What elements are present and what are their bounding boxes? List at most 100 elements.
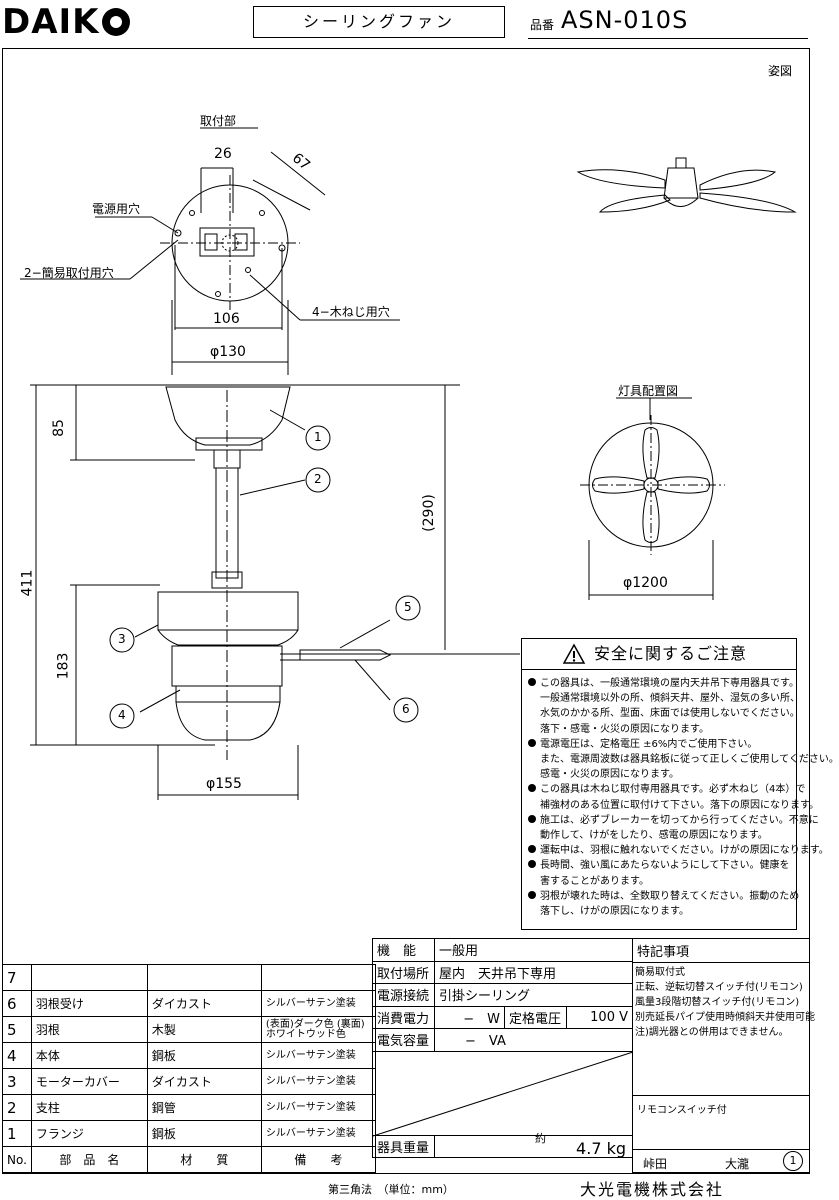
- parts-cell-finish: [260, 964, 376, 991]
- safety-line: 施工は、必ずブレーカーを切ってから行ってください。不意に: [528, 813, 819, 828]
- parts-cell-name: 羽根: [30, 1016, 148, 1043]
- parts-cell-finish: (表面)ダーク色 (裏面)ホワイトウッド色: [260, 1016, 376, 1043]
- safety-line: 羽根が壊れた時は、全数取り替えてください。振動のため: [528, 889, 799, 904]
- parts-cell-finish: シルバーサテン塗装: [260, 1120, 376, 1147]
- safety-heading-row: 安全に関するご注意: [522, 639, 796, 670]
- parts-cell-material: ダイカスト: [146, 1068, 262, 1095]
- parts-cell-material: [146, 964, 262, 991]
- note-line: 別売延長パイプ使用時傾斜天井使用可能: [635, 1012, 815, 1023]
- safety-line-text: 動作して、けがをしたり、感電の原因になります。: [540, 830, 768, 842]
- safety-line: 補強材のある位置に取付けて下さい。落下の原因になります。: [528, 798, 819, 813]
- header-finish: 備 考: [260, 1146, 376, 1173]
- note-line: 風量3段階切替スイッチ付(リモコン): [635, 997, 800, 1008]
- function-label: 機 能: [372, 938, 435, 962]
- spec-row-function: 機 能 一般用: [372, 938, 633, 962]
- bullet-icon: [528, 890, 536, 899]
- mount-heading: 取付部: [200, 114, 237, 128]
- bullet-icon: [528, 860, 536, 869]
- connection-value: 引掛シーリング: [434, 983, 633, 1007]
- parts-cell-material: 鋼板: [146, 1120, 262, 1147]
- bullet-icon: [528, 738, 536, 747]
- spec-row-connection: 電源接続 引掛シーリング: [372, 983, 633, 1007]
- brand-logo: DAIK: [2, 2, 130, 42]
- parts-cell-material: 木製: [146, 1016, 262, 1043]
- parts-cell-no: 7: [2, 964, 32, 991]
- notes-box: 特記事項 簡易取付式正転、逆転切替スイッチ付(リモコン) 風量3段階切替スイッチ付…: [632, 938, 815, 1173]
- safety-line: 害することがあります。: [528, 874, 790, 889]
- projection-caption: 第三角法 （単位：mm）: [328, 1183, 454, 1196]
- spec-row-blank: [372, 1050, 634, 1136]
- safety-line: 動作して、けがをしたり、感電の原因になります。: [528, 828, 790, 843]
- blank-diagonal-cell: [372, 1050, 634, 1136]
- function-value: 一般用: [434, 938, 633, 962]
- dim-411: 411: [19, 569, 36, 597]
- capacity-value: − VA: [434, 1028, 633, 1052]
- callout-3: 3: [118, 632, 126, 646]
- safety-line-text: 落下し、けがの原因になります。: [540, 906, 689, 918]
- parts-header-row: No. 部 品 名 材 質 備 考: [2, 1146, 376, 1173]
- power-hole-label: 電源用穴: [92, 202, 141, 216]
- parts-cell-material: 鋼板: [146, 1042, 262, 1069]
- parts-cell-material: 鋼管: [146, 1094, 262, 1121]
- header-name: 部 品 名: [30, 1146, 148, 1173]
- parts-row: 7: [2, 964, 376, 991]
- safety-line: この器具は、一般通常環境の屋内天井吊下専用器具です。: [528, 676, 799, 691]
- safety-line: 一般通常環境以外の所、傾斜天井、屋外、湿気の多い所、: [528, 691, 800, 706]
- drawing-frame: [2, 48, 810, 1174]
- capacity-label: 電気容量: [372, 1028, 435, 1052]
- notes-lines: 簡易取付式正転、逆転切替スイッチ付(リモコン) 風量3段階切替スイッチ付(リモコン…: [633, 963, 815, 1042]
- note-line: 正転、逆転切替スイッチ付(リモコン): [635, 982, 803, 993]
- safety-line: 長時間、強い風にあたらないようにして下さい。健康を: [528, 858, 790, 873]
- note-line: 簡易取付式: [635, 967, 685, 978]
- header-material: 材 質: [146, 1146, 262, 1173]
- maker-name: 大光電機株式会社: [580, 1180, 725, 1199]
- safety-line: 感電・火災の原因になります。: [528, 767, 790, 782]
- dim-290: (290): [420, 494, 437, 532]
- motor-cover: [157, 591, 299, 631]
- parts-cell-no: 6: [2, 990, 32, 1017]
- safety-heading: 安全に関するご注意: [594, 644, 748, 663]
- technical-drawing: [20, 127, 797, 800]
- location-label: 取付場所: [372, 960, 435, 984]
- safety-line-text: この器具は、一般通常環境の屋内天井吊下専用器具です。: [540, 678, 799, 689]
- safety-body: この器具は、一般通常環境の屋内天井吊下専用器具です。一般通常環境以外の所、傾斜天…: [522, 670, 839, 919]
- parts-cell-no: 1: [2, 1120, 32, 1147]
- note-line: 注)調光器との併用はできません。: [635, 1027, 789, 1038]
- notes-heading: 特記事項: [633, 939, 809, 963]
- checked-by: 大瀧: [725, 1157, 750, 1171]
- safety-line-text: 害することがあります。: [540, 875, 649, 887]
- part-number-underline: [528, 38, 808, 39]
- parts-cell-finish: シルバーサテン塗装: [260, 1068, 376, 1095]
- spec-row-location: 取付場所 屋内 天井吊下専用: [372, 960, 633, 984]
- parts-cell-name: 支柱: [30, 1094, 148, 1121]
- power-hole-rect: [199, 227, 255, 257]
- parts-cell-name: [30, 964, 148, 991]
- part-number: ASN-010S: [561, 6, 689, 34]
- rated-voltage-label: 定格電圧: [504, 1005, 567, 1029]
- safety-line-text: 運転中は、羽根に触れないでください。けがの原因になります。: [540, 845, 829, 857]
- weight-approx: 約: [535, 1131, 546, 1145]
- safety-line: この器具は木ねじ取付専用器具です。必ず木ねじ（4本）で: [528, 782, 805, 797]
- safety-line: 落下・感電・火災の原因になります。: [528, 722, 790, 737]
- callout-1: 1: [314, 430, 322, 444]
- parts-cell-no: 2: [2, 1094, 32, 1121]
- screw-hole-label: 4−木ねじ用穴: [312, 305, 390, 319]
- safety-line-text: 一般通常環境以外の所、傾斜天井、屋外、湿気の多い所、: [540, 693, 800, 705]
- safety-line-text: この器具は木ねじ取付専用器具です。必ず木ねじ（4本）で: [540, 784, 806, 796]
- part-number-label: 品番: [530, 18, 555, 32]
- diagonal-line: [372, 1051, 634, 1136]
- location-value: 屋内 天井吊下専用: [434, 960, 633, 984]
- safety-line: 電源電圧は、定格電圧 ±6%内でご使用下さい。: [528, 737, 790, 752]
- bullet-icon: [528, 814, 536, 823]
- warning-icon: [562, 643, 586, 664]
- dim-130: φ130: [210, 344, 246, 360]
- layout-heading: 灯具配置図: [618, 384, 679, 398]
- weight-value: 4.7 kg: [576, 1138, 626, 1158]
- parts-cell-finish: シルバーサテン塗装: [260, 1042, 376, 1069]
- callout-6: 6: [402, 702, 410, 716]
- dim-155: φ155: [206, 776, 242, 792]
